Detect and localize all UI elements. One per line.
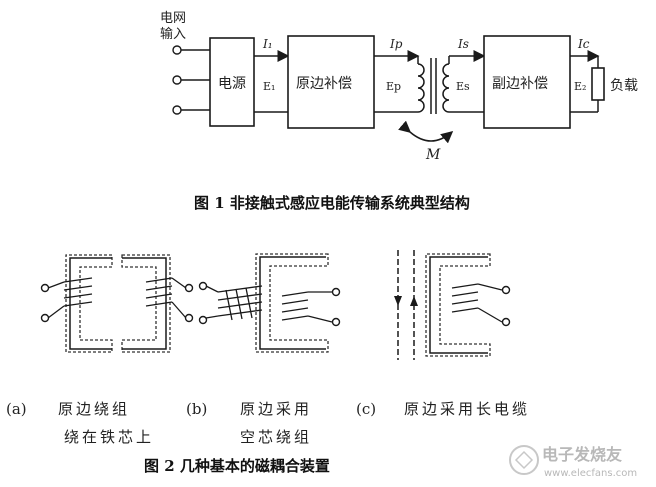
mutual-label: M	[425, 147, 441, 163]
watermark-text: 电子发烧友	[542, 445, 623, 464]
figure2-caption: 图 2 几种基本的磁耦合装置	[144, 457, 330, 475]
watermark: 电子发烧友 www.elecfans.com	[509, 445, 637, 479]
coupler-b	[198, 253, 341, 353]
power-block	[209, 37, 255, 127]
port-es: Es	[456, 80, 470, 93]
coupler-a	[40, 254, 194, 353]
item-c-line1: 原边采用长电缆	[404, 400, 530, 418]
watermark-url: www.elecfans.com	[544, 468, 637, 479]
item-a-tag: (a)	[6, 400, 27, 418]
item-b-tag: (b)	[186, 400, 207, 418]
secondary-comp-label: 副边补偿	[492, 76, 548, 92]
primary-comp-label: 原边补偿	[296, 76, 352, 92]
item-c-tag: (c)	[356, 400, 376, 418]
current-ic: Ic	[577, 37, 590, 51]
power-block-label: 电源	[218, 76, 246, 92]
coupler-c	[394, 250, 511, 360]
load-label: 负载	[610, 78, 638, 94]
item-a-line2: 绕在铁芯上	[64, 428, 154, 446]
current-is: Is	[457, 37, 469, 51]
current-i1: I₁	[262, 37, 273, 51]
port-e1: E₁	[263, 80, 275, 93]
input-terminals	[172, 45, 210, 115]
item-b-line1: 原边采用	[240, 400, 312, 418]
primary-comp-block	[287, 35, 375, 129]
figure1-caption: 图 1 非接触式感应电能传输系统典型结构	[194, 194, 470, 212]
transformer	[417, 56, 450, 114]
secondary-comp-block	[483, 35, 571, 129]
current-ip: Ip	[389, 37, 403, 51]
item-b-line2: 空芯绕组	[240, 428, 312, 446]
grid-input-label-1: 电网	[160, 11, 186, 26]
grid-input-label-2: 输入	[160, 26, 186, 42]
load-resistor	[591, 67, 605, 101]
mutual-arrow	[398, 120, 454, 144]
port-ep: Ep	[386, 80, 401, 93]
item-a-line1: 原边绕组	[58, 400, 130, 418]
port-e2: E₂	[574, 80, 586, 93]
